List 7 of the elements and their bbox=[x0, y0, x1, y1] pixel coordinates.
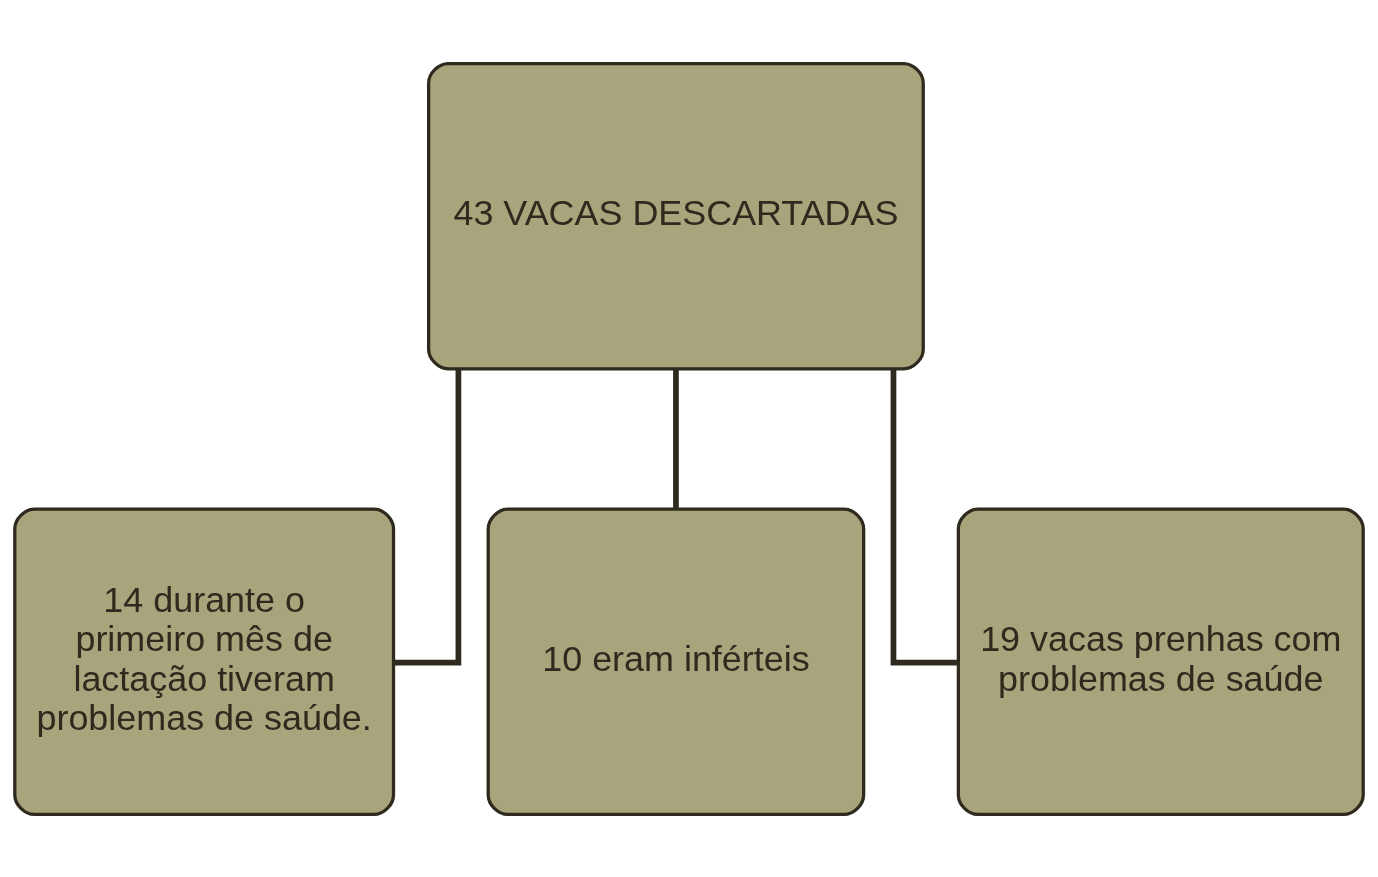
node-box: 19 vacas prenhas com problemas de saúde bbox=[956, 507, 1365, 816]
connector bbox=[393, 368, 462, 665]
node-box: 10 eram inférteis bbox=[486, 507, 866, 816]
connector bbox=[890, 368, 959, 665]
connector bbox=[673, 368, 679, 509]
node-box: 43 VACAS DESCARTADAS bbox=[427, 61, 925, 370]
node-box: 14 durante o primeiro mês de lactação tiveram problemas de saúde. bbox=[13, 507, 396, 816]
